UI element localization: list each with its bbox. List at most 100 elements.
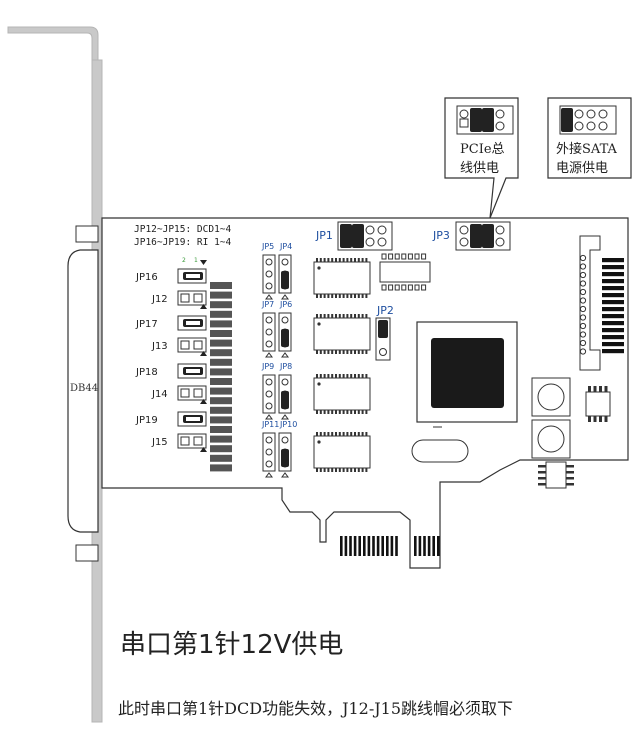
left-jumper-label-jp18: JP18 [135,367,158,378]
bracket-tab-bottom [75,544,99,562]
callout-sata-pin [574,109,584,119]
sata-pin [579,271,587,279]
ic-lead [350,374,353,378]
right-ic-body [585,391,611,417]
ic-lead [327,410,330,414]
ic-lead [350,314,353,318]
ic-dot [317,440,321,444]
ic-lead [319,258,322,262]
ic-lead [357,350,360,354]
ic-lead [316,468,318,472]
ic-lead [335,432,337,436]
right-ic-lead [588,386,591,392]
ic-lead [327,350,330,354]
ic-lead [357,314,360,318]
ic-lead [331,258,334,262]
small-jumper-label-jp4: JP4 [279,242,292,251]
small-jumper-cap [281,391,289,409]
small-jumper-pin [281,436,289,444]
sata-contact [602,342,624,347]
left-jumper-label-j14: J14 [151,389,168,400]
ic-lead [361,314,364,318]
ic-lead [350,294,353,298]
jp2-pin [379,348,387,356]
resistor [210,387,232,395]
small-jumper-marker [281,472,289,478]
ic-lead [331,350,334,354]
jp2-cap [378,320,388,338]
ic-lead [346,350,349,354]
ic-lead [323,410,326,414]
pcie-finger-pin [344,536,348,556]
ic-lead [350,468,353,472]
sata-pin [579,280,587,287]
resistor [210,397,232,405]
pcie-edge-connector [340,536,440,556]
jp1-pins [340,224,387,248]
left-jumper-label-j12: J12 [151,294,168,305]
left-jumper-marker-j15 [200,447,207,452]
ic-lead [357,374,360,378]
ic-lead [354,410,356,414]
sata-power-label-line2: 电源供电 [556,161,608,176]
left-jumper-label-j13: J13 [151,341,168,352]
pcie-finger-pin [358,536,361,556]
left-jumper-label-jp19: JP19 [135,415,158,426]
callout-sata-pin [574,121,584,131]
ic-lead [346,314,349,318]
ic-lead [338,468,341,472]
resistor [210,406,232,414]
left-jumper-pin-j12 [193,293,203,303]
pcie-finger-pin [363,536,366,556]
sata-contact [602,265,624,270]
sata-contact [602,300,624,305]
pcie-finger-pin [390,536,394,556]
sata-contact [602,321,624,326]
sata-contact [602,307,624,312]
left-jumper-label-jp16: JP16 [135,272,158,283]
ic-lead [350,432,353,436]
small-jumper-cap [281,329,289,347]
right-ic-lead [566,471,574,474]
small-ic-lead [394,284,400,291]
ic-lead [331,314,334,318]
ic-dot [317,322,321,326]
jp3-pin [459,225,469,235]
sata-contact [602,328,624,333]
jp3-pin [459,237,469,247]
jp3-label: JP3 [432,229,450,242]
jp1-pin [377,237,387,247]
sata-pin [579,288,587,296]
pcie-finger-pin [372,536,375,556]
small-jumper-pin [265,460,273,468]
right-ic-lead [566,477,574,480]
small-ic-lead [407,253,413,260]
ic-lead [338,374,341,378]
sata-pin [579,339,587,347]
pcie-finger-pin [423,536,426,556]
sata-contact [602,286,624,291]
ic-lead [338,314,341,318]
small-jumper-marker [265,294,273,300]
sata-pin [579,322,587,330]
ic-lead [346,258,349,262]
ic-lead [338,294,341,298]
small-jumper-pin [265,316,273,324]
jp1-pin [365,225,375,235]
small-jumper-label-jp9: JP9 [261,362,274,371]
small-ic-lead [421,284,427,291]
ic-lead [331,432,334,436]
small-ic-lead [407,284,413,291]
small-jumper-pin [265,270,273,278]
pcie-finger-pin [386,536,389,556]
ic-lead [361,432,364,436]
small-ic-lead [421,253,427,260]
resistor [210,416,232,424]
sata-power-label-line1: 外接SATA [556,141,618,157]
ic-lead [338,258,341,262]
right-ic-lead [593,416,597,422]
resistor [210,445,232,453]
pcie-finger-pin [414,536,417,556]
resistor [210,378,232,385]
